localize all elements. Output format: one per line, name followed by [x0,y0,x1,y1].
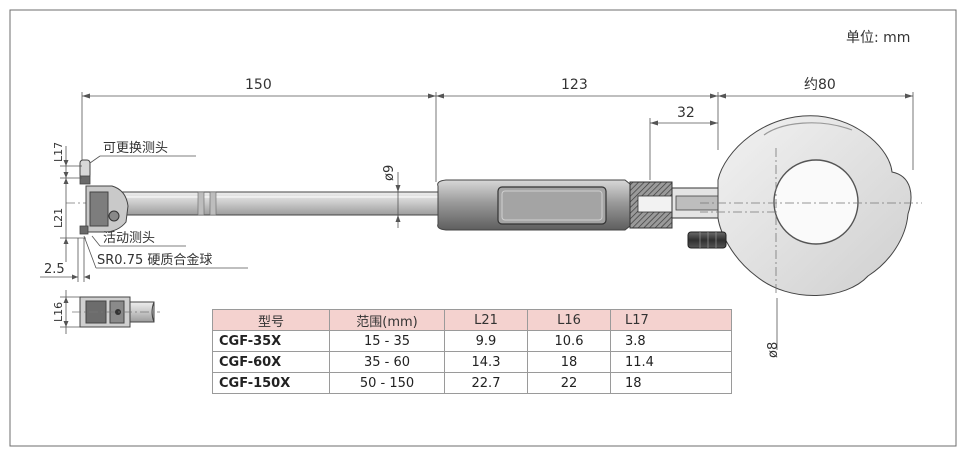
unit-label: 单位: mm [846,30,910,46]
cell-range: 15 - 35 [329,330,445,352]
dim-150-label: 150 [245,77,272,93]
cell-model: CGF-35X [212,330,330,352]
dim-123-label: 123 [561,77,588,93]
cell-l21: 9.9 [444,330,528,352]
header-l21: L21 [444,309,528,331]
cell-l16: 22 [527,372,611,394]
setting-ring [687,115,922,296]
dim-about80-label: 约80 [804,77,836,93]
measuring-rod [121,191,439,216]
header-l17: L17 [610,309,732,331]
table-row: CGF-150X 50 - 150 22.7 22 18 [212,372,732,394]
callout-movable-anvil: 活动测头 [103,231,155,246]
label-l17: L17 [52,142,65,162]
dimension-top [81,92,914,182]
cell-l21: 14.3 [444,351,528,373]
dimension-l17-l21 [60,146,86,262]
dimension-32 [649,118,718,180]
cell-model: CGF-150X [212,372,330,394]
spec-table: 型号 范围(mm) L21 L16 L17 CGF-35X 15 - 35 9.… [212,309,732,394]
cell-l16: 18 [527,351,611,373]
handle-grip [437,179,631,231]
label-l21: L21 [52,208,65,228]
cell-model: CGF-60X [212,351,330,373]
cell-l21: 22.7 [444,372,528,394]
callout-replaceable-anvil: 可更换测头 [103,141,168,156]
dim-32-label: 32 [677,105,695,121]
probe-side-view [72,296,160,328]
table-header-row: 型号 范围(mm) L21 L16 L17 [212,309,732,331]
drawing-frame [9,9,957,447]
dimension-2-5 [40,238,90,282]
cell-l17: 11.4 [610,351,732,373]
callout-leaders [83,155,248,269]
callout-carbide-ball: SR0.75 硬质合金球 [97,252,212,268]
header-l16: L16 [527,309,611,331]
cell-range: 35 - 60 [329,351,445,373]
probe-head [79,159,129,235]
table-row: CGF-35X 15 - 35 9.9 10.6 3.8 [212,330,732,352]
cell-l17: 3.8 [610,330,732,352]
cell-l16: 10.6 [527,330,611,352]
dimension-l16 [60,290,80,334]
dim-d8-label: ø8 [766,342,781,358]
label-l16: L16 [52,302,65,322]
header-model: 型号 [212,309,330,331]
dim-d9-label: ø9 [382,165,397,181]
dimension-d9 [395,172,401,228]
cell-range: 50 - 150 [329,372,445,394]
dim-2-5-label: 2.5 [44,262,65,277]
section-view [629,181,721,229]
table-row: CGF-60X 35 - 60 14.3 18 11.4 [212,351,732,373]
header-range: 范围(mm) [329,309,445,331]
cell-l17: 18 [610,372,732,394]
